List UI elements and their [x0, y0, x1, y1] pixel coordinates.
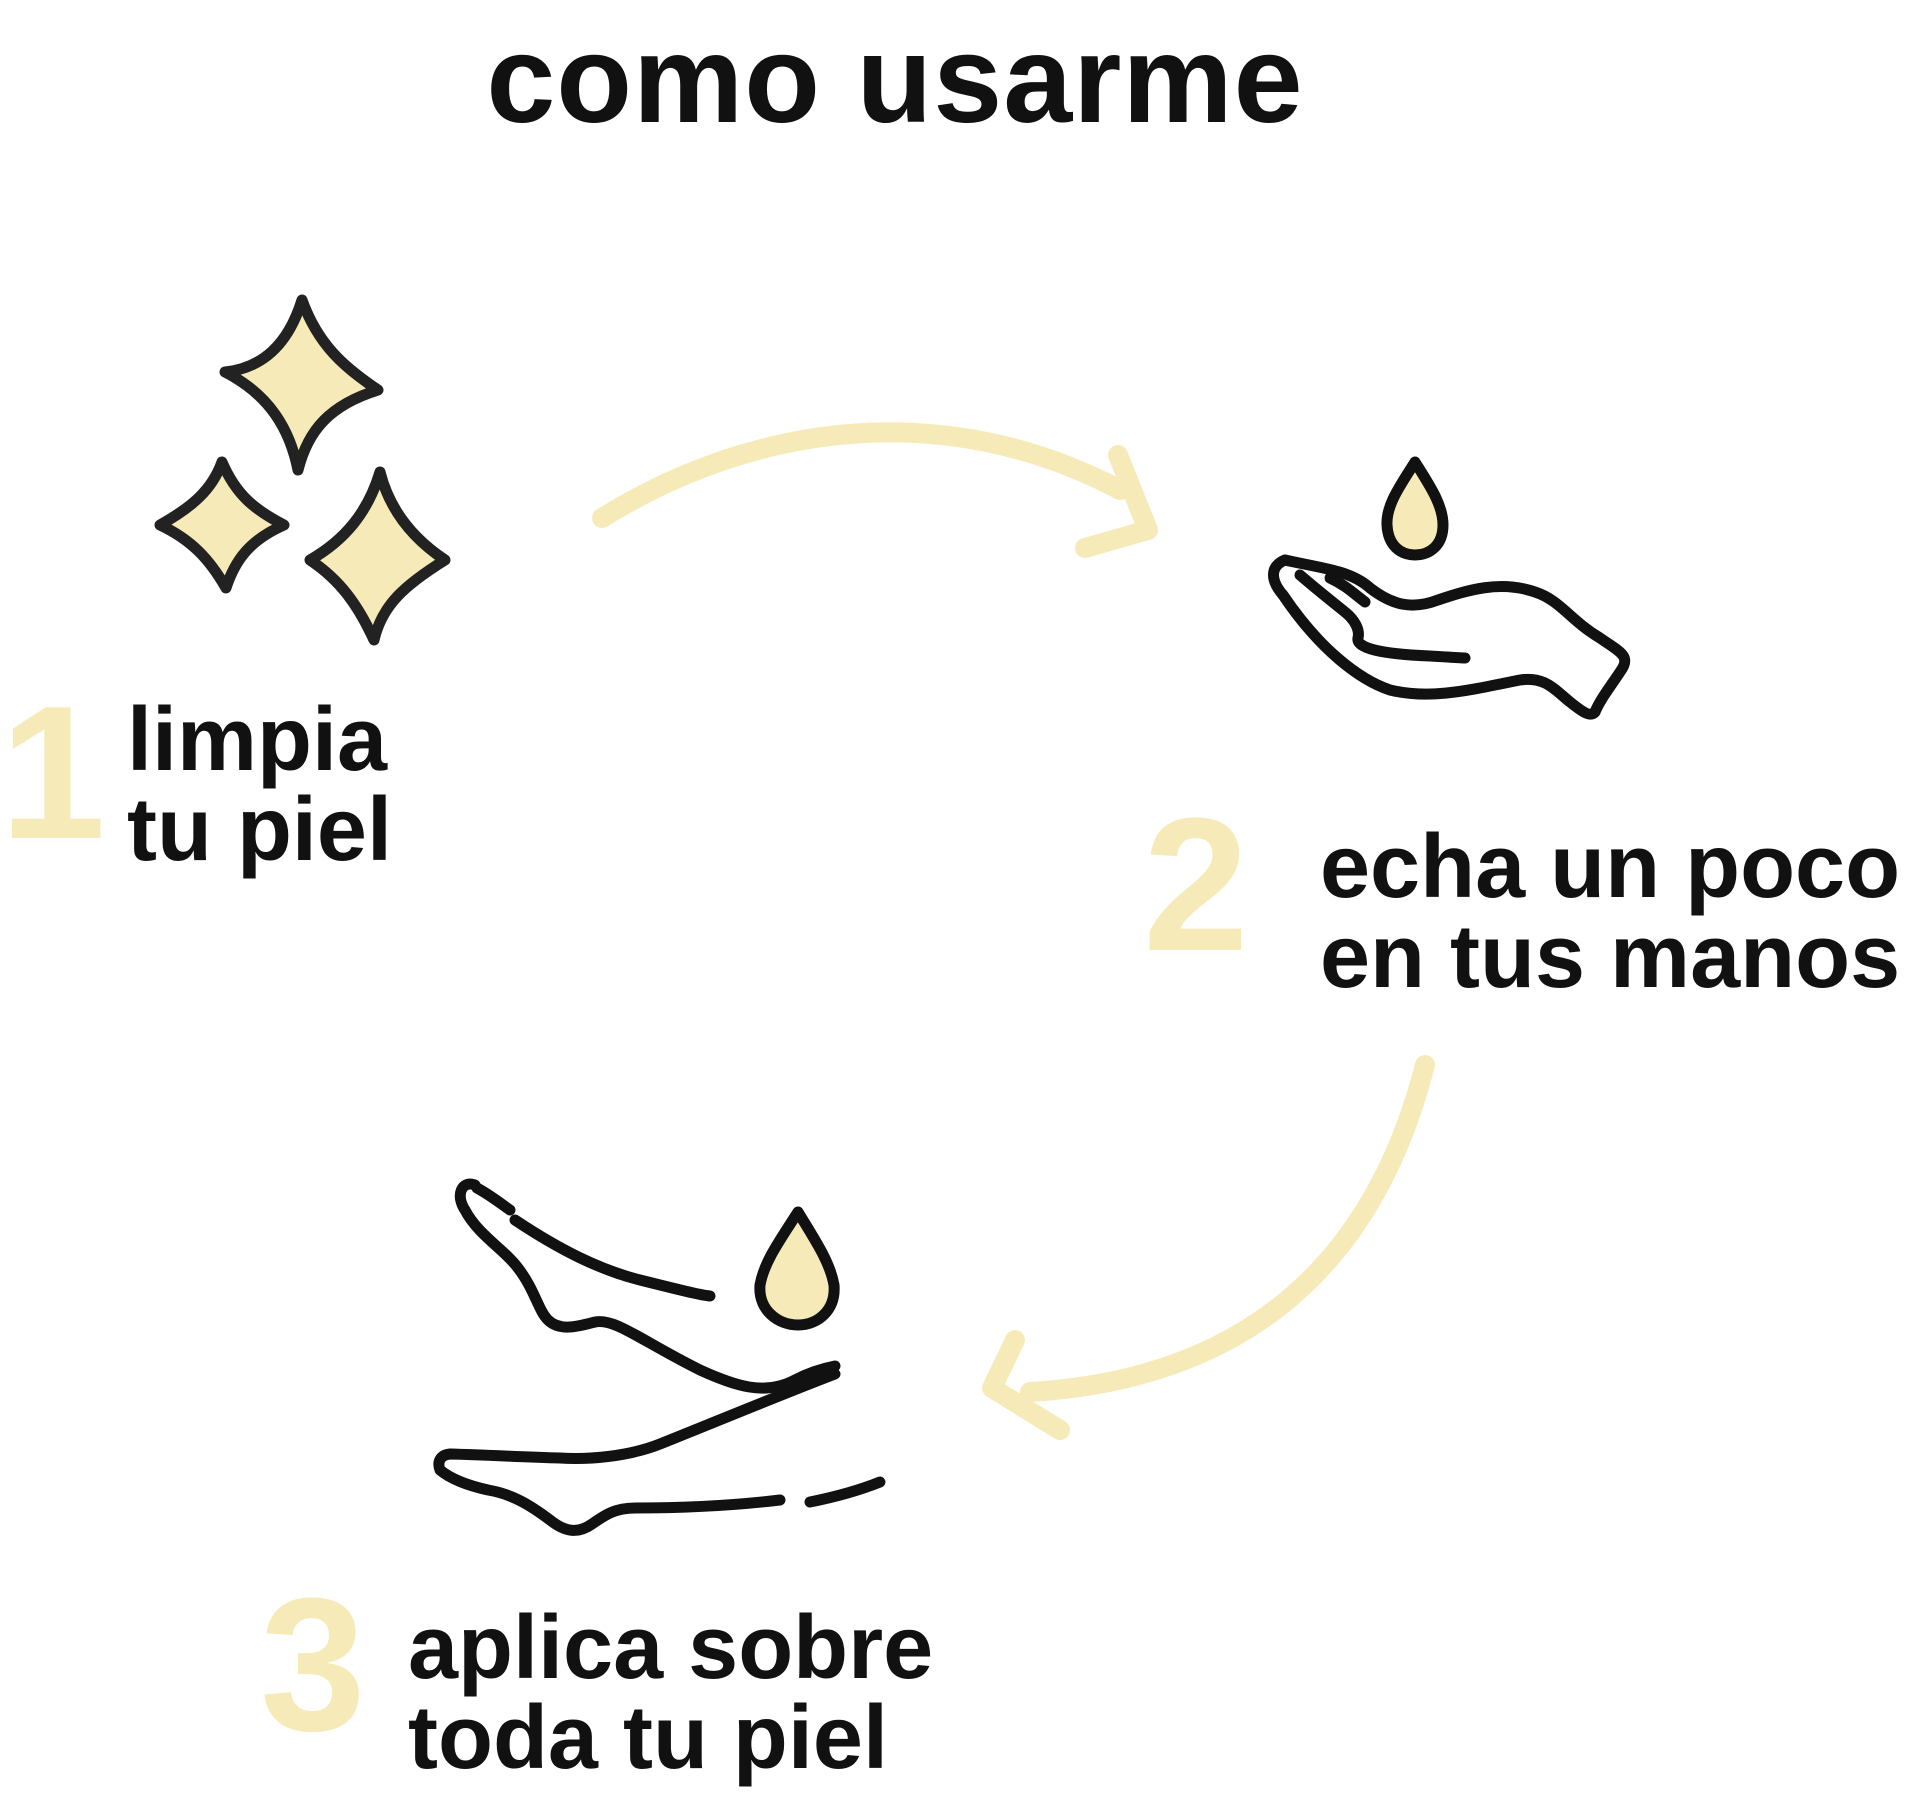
- step1-to-step2-arrow-icon: [592, 422, 1158, 558]
- page-title: como usarme: [486, 11, 1304, 149]
- step-2-line-2: en tus manos: [1320, 907, 1901, 1007]
- step-1-label: limpia tu piel: [127, 695, 392, 875]
- step-1-line-2: tu piel: [127, 780, 392, 880]
- step-number-2: 2: [1143, 779, 1249, 991]
- step-2-line-1: echa un poco: [1320, 817, 1901, 917]
- sparkles-icon: [154, 294, 451, 646]
- step-3-label: aplica sobre toda tu piel: [408, 1603, 933, 1783]
- step-3-line-1: aplica sobre: [408, 1598, 934, 1698]
- step-2-label: echa un poco en tus manos: [1320, 822, 1900, 1002]
- step2-to-step3-arrow-icon: [982, 1055, 1435, 1440]
- step-1-line-1: limpia: [127, 690, 388, 790]
- step-number-1: 1: [0, 667, 106, 879]
- leg-drop-icon: [433, 1178, 886, 1536]
- step-3-line-2: toda tu piel: [408, 1688, 888, 1788]
- step-number-3: 3: [260, 1559, 366, 1771]
- hand-drop-icon: [1268, 456, 1631, 720]
